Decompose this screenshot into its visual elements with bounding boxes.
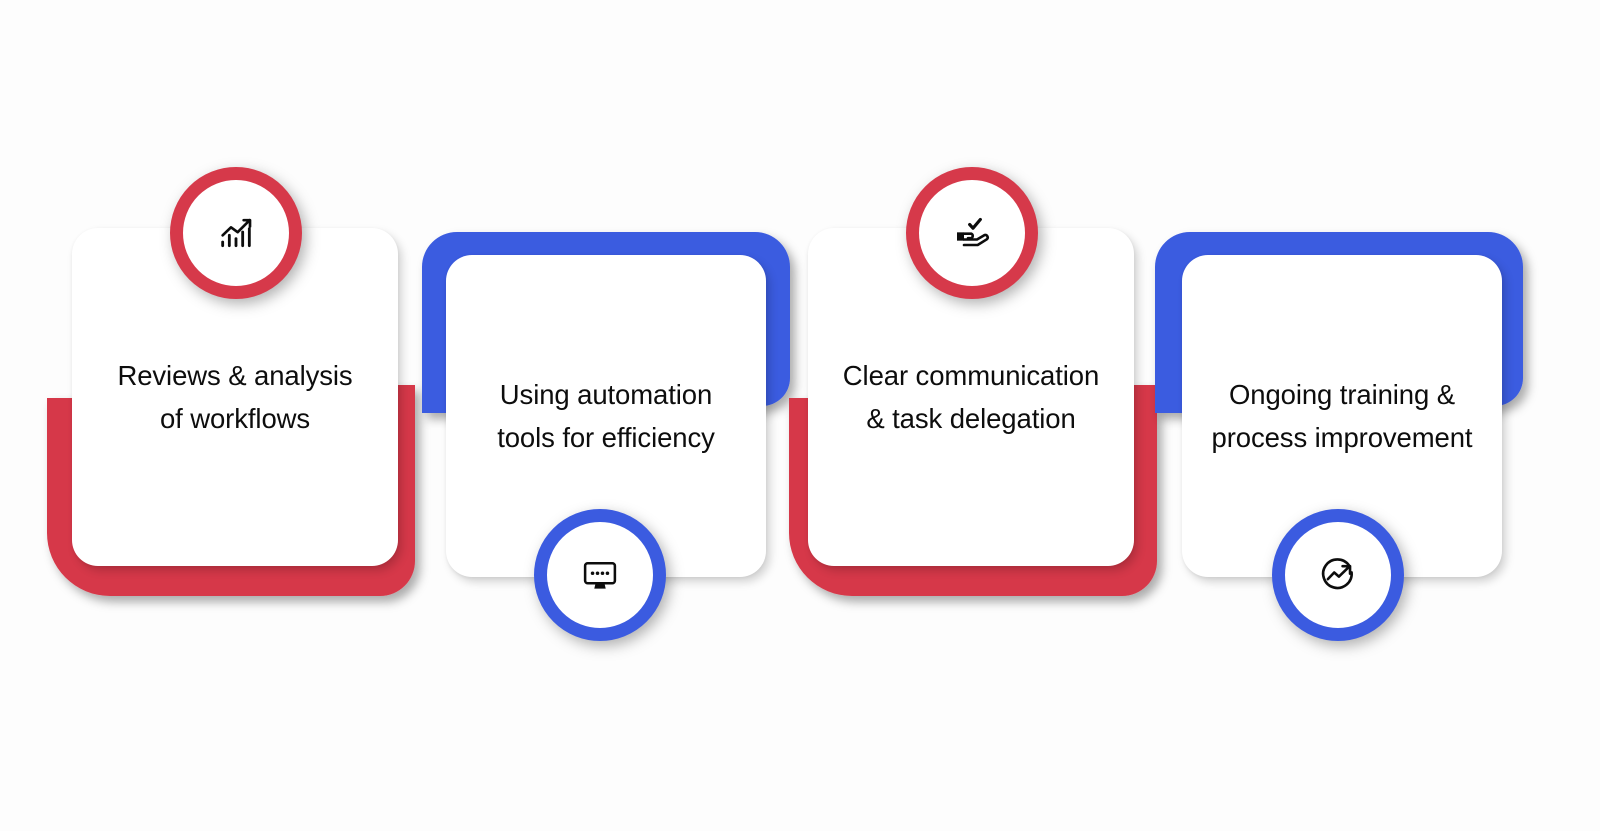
step-2-icon-badge[interactable] (534, 509, 666, 641)
step-4-blue-bracket (1155, 232, 1523, 413)
trending-up-circle-icon (1321, 558, 1353, 590)
step-4-icon-badge[interactable] (1272, 509, 1404, 641)
step-1-icon-badge[interactable] (170, 167, 302, 299)
bar-chart-trending-up-icon (221, 218, 252, 248)
step-2-card[interactable]: Using automation tools for efficiency (446, 255, 766, 577)
step-3-red-bracket (789, 385, 1157, 596)
step-1-label: Reviews & analysis of workflows (117, 359, 353, 434)
hand-check-icon (957, 217, 989, 247)
step-1-red-bracket (47, 385, 415, 596)
step-2-blue-bracket (422, 232, 790, 413)
step-1-card[interactable]: Reviews & analysis of workflows (72, 228, 398, 566)
step-2-label: Using automation tools for efficiency (497, 378, 715, 453)
step-3-icon-badge[interactable] (906, 167, 1038, 299)
step-4-label: Ongoing training & process improvement (1211, 378, 1473, 453)
monitor-loading-dots-icon (583, 562, 617, 589)
step-3-label: Clear communication & task delegation (842, 359, 1100, 434)
